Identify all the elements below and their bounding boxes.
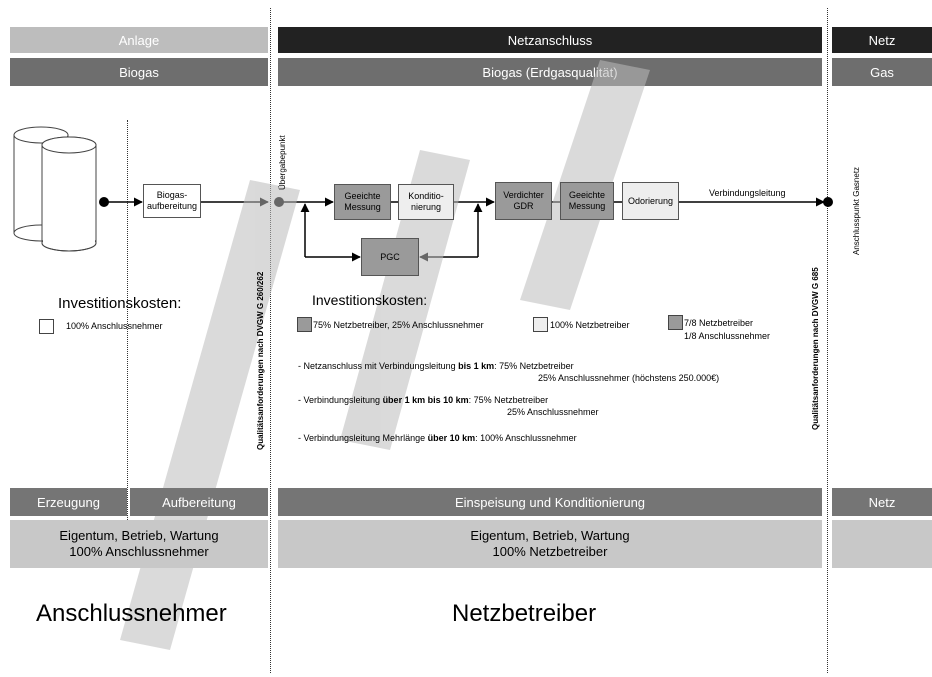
- cost-line-3: - Verbindungsleitung Mehrlänge über 10 k…: [298, 433, 577, 443]
- legend-mid-square: [668, 315, 683, 330]
- odorierung-box: Odorierung: [622, 182, 679, 220]
- cost-line-2: - Verbindungsleitung über 1 km bis 10 km…: [298, 395, 549, 405]
- footer-aufbereitung: Aufbereitung: [130, 488, 268, 516]
- header-anlage: Anlage: [10, 27, 268, 53]
- costs-left-item: 100% Anschlussnehmer: [66, 321, 163, 331]
- qual-left-label: Qualitätsanforderungen nach DVGW G 260/2…: [256, 271, 265, 450]
- qual-right-label: Qualitätsanforderungen nach DVGW G 685: [811, 267, 820, 430]
- legend-dark-square: [297, 317, 312, 332]
- verbindungsleitung-label: Verbindungsleitung: [709, 188, 786, 198]
- header-gas: Gas: [832, 58, 932, 86]
- costs-right-title: Investitionskosten:: [312, 292, 428, 308]
- header-biogas: Biogas: [10, 58, 268, 86]
- separator-left: [270, 8, 271, 673]
- anschlusspunkt-label: Anschlusspunkt Gasnetz: [852, 166, 861, 255]
- konditionierung-box: Konditio- nierung: [398, 184, 454, 220]
- verdichter-box: Verdichter GDR: [495, 182, 552, 220]
- uebergabepunkt-label: Übergabepunkt: [278, 135, 287, 190]
- cost-line-1: - Netzanschluss mit Verbindungsleitung b…: [298, 361, 574, 371]
- biogas-aufbereitung-box: Biogas- aufbereitung: [143, 184, 201, 218]
- party-mid: Netzbetreiber: [452, 600, 597, 627]
- footer-netz: Netz: [832, 488, 932, 516]
- header-netzanschluss: Netzanschluss: [278, 27, 822, 53]
- header-biogas-erdgas: Biogas (Erdgasqualität): [278, 58, 822, 86]
- legend-light-square: [533, 317, 548, 332]
- costs-left-title: Investitionskosten:: [58, 295, 182, 312]
- legend2-label: 100% Netzbetreiber: [550, 320, 630, 330]
- legend-white-square: [39, 319, 54, 334]
- geeichte-messung-box-1: Geeichte Messung: [334, 184, 391, 220]
- legend1-label: 75% Netzbetreiber, 25% Anschlussnehmer: [313, 320, 484, 330]
- header-netz: Netz: [832, 27, 932, 53]
- biogas-tank-icon: [13, 126, 97, 252]
- legend3b-label: 1/8 Anschlussnehmer: [684, 331, 771, 341]
- party-left: Anschlussnehmer: [36, 600, 227, 627]
- ownership-right: [832, 520, 932, 568]
- pgc-box: PGC: [361, 238, 419, 276]
- geeichte-messung-box-2: Geeichte Messung: [560, 182, 614, 220]
- cost-line-2b: 25% Anschlussnehmer: [507, 407, 599, 417]
- separator-left-inner: [127, 120, 128, 520]
- legend3a-label: 7/8 Netzbetreiber: [684, 318, 754, 328]
- cost-line-1b: 25% Anschlussnehmer (höchstens 250.000€): [538, 373, 720, 383]
- separator-right: [827, 8, 828, 673]
- footer-einspeisung: Einspeisung und Konditionierung: [278, 488, 822, 516]
- footer-erzeugung: Erzeugung: [10, 488, 127, 516]
